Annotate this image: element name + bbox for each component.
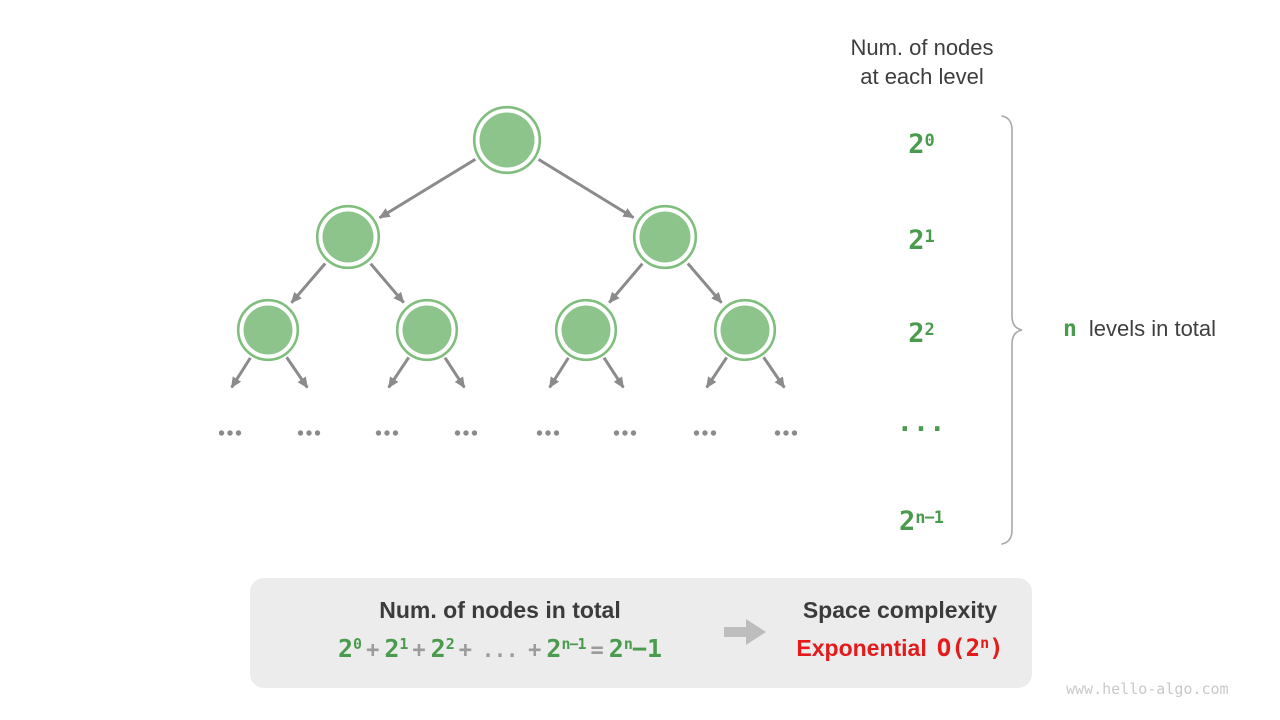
formula-term-1: 21 <box>384 634 408 663</box>
column-header-line1: Num. of nodes <box>850 35 994 60</box>
column-header: Num. of nodes at each level <box>812 33 1032 91</box>
column-header-line2: at each level <box>860 64 984 89</box>
level-count-label-0: 20 <box>908 129 935 160</box>
formula-result: 2n−1 <box>608 634 662 663</box>
level-count-label-n: 2n−1 <box>899 506 944 537</box>
level-count-label-1: 21 <box>908 225 935 256</box>
formula-term-2: 22 <box>430 634 455 663</box>
total-nodes-title: Num. of nodes in total <box>379 597 621 623</box>
total-nodes-formula: 20+21+22+...+2n−1=2n−1 <box>250 634 750 663</box>
brace-note: n levels in total <box>1063 316 1216 342</box>
formula-ellipsis: ... <box>482 638 519 662</box>
watermark: www.hello-algo.com <box>1066 680 1229 698</box>
formula-plus: + <box>458 638 473 663</box>
brace <box>1001 115 1023 545</box>
summary-box: Num. of nodes in total 20+21+22+...+2n−1… <box>250 578 1032 688</box>
brace-note-variable: n <box>1063 316 1077 342</box>
brace-note-text: levels in total <box>1088 316 1217 341</box>
formula-term-0: 20 <box>337 634 362 663</box>
big-o-notation: O(2n) <box>936 634 1004 662</box>
formula-term-n: 2n−1 <box>546 634 586 663</box>
formula-plus: + <box>366 638 380 663</box>
level-count-label-ellipsis: ... <box>896 407 946 438</box>
complexity-result: Exponential O(2n) <box>770 634 1030 662</box>
formula-equals: = <box>590 638 604 663</box>
formula-plus: + <box>528 638 542 663</box>
implies-arrow-icon <box>724 619 766 645</box>
formula-plus: + <box>412 638 426 663</box>
level-count-label-2: 22 <box>908 318 935 349</box>
space-complexity-title: Space complexity <box>802 597 998 623</box>
complexity-word: Exponential <box>796 635 927 661</box>
